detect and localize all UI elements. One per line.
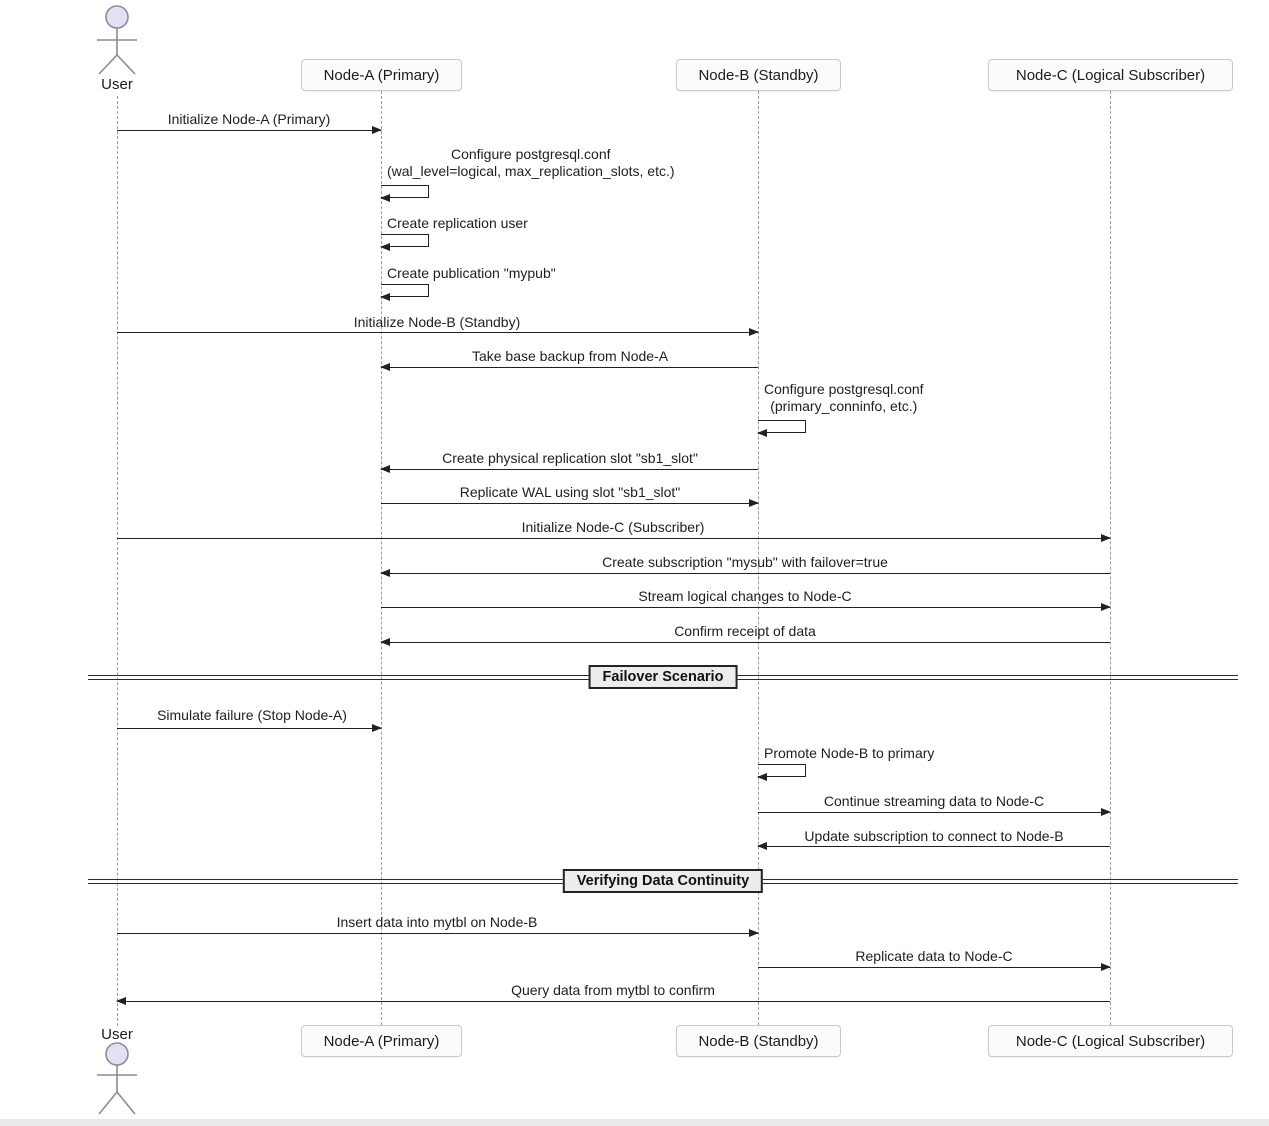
message-arrow: [380, 362, 758, 371]
participant-node-b-top: Node-B (Standby): [676, 59, 841, 91]
self-message-loop: [380, 185, 429, 203]
message-label: Initialize Node-B (Standby): [353, 314, 521, 330]
arrowhead-left: [757, 429, 767, 438]
participant-node-a-bottom: Node-A (Primary): [301, 1025, 462, 1057]
message-label: Create physical replication slot "sb1_sl…: [442, 450, 698, 466]
participant-node-b-bottom: Node-B (Standby): [676, 1025, 841, 1057]
self-message-loop: [380, 284, 429, 302]
lifeline-node-b: [758, 91, 759, 1025]
arrowhead-left: [757, 841, 767, 850]
arrowhead-left: [380, 194, 390, 203]
message-label: Simulate failure (Stop Node-A): [157, 707, 347, 723]
message-label: Take base backup from Node-A: [471, 348, 669, 364]
message-label: Stream logical changes to Node-C: [638, 588, 852, 604]
arrowhead-left: [380, 637, 390, 646]
message-arrow: [381, 498, 759, 507]
arrowhead-left: [757, 773, 767, 782]
message-arrow: [380, 464, 758, 473]
arrowhead-left: [380, 362, 390, 371]
message-arrow: [117, 533, 1111, 542]
arrowhead-left: [380, 293, 390, 302]
message-label: Update subscription to connect to Node-B: [804, 828, 1064, 844]
arrowhead-right: [372, 723, 382, 732]
self-message-label: Promote Node-B to primary: [764, 745, 935, 761]
arrowhead-left: [380, 568, 390, 577]
arrowhead-right: [372, 125, 382, 134]
self-message-label: Create replication user: [387, 215, 528, 231]
participant-node-c-top: Node-C (Logical Subscriber): [988, 59, 1233, 91]
self-message-line2: (primary_conninfo, etc.): [770, 398, 918, 414]
arrowhead-left: [380, 464, 390, 473]
self-message-label: Create publication "mypub": [387, 265, 556, 281]
arrowhead-right: [1101, 533, 1111, 542]
message-label: Replicate data to Node-C: [855, 948, 1013, 964]
self-message-line1: Configure postgresql.conf: [764, 381, 924, 397]
self-message-label: Configure postgresql.conf (wal_level=log…: [387, 146, 675, 180]
divider-failover-scenario: Failover Scenario: [588, 665, 738, 689]
message-arrow: [381, 602, 1111, 611]
message-arrow: [117, 125, 382, 134]
lifeline-user: [117, 96, 118, 1026]
lifeline-node-c: [1110, 91, 1111, 1025]
self-message-loop: [757, 420, 806, 438]
message-arrow: [117, 327, 759, 336]
lifeline-node-a: [381, 91, 382, 1025]
arrowhead-right: [749, 928, 759, 937]
self-message-loop: [380, 234, 429, 252]
message-label: Insert data into mytbl on Node-B: [336, 914, 538, 930]
message-label: Continue streaming data to Node-C: [823, 793, 1045, 809]
arrowhead-left: [116, 996, 126, 1005]
arrowhead-right: [749, 327, 759, 336]
message-arrow: [758, 962, 1111, 971]
message-arrow: [757, 841, 1110, 850]
arrowhead-right: [1101, 602, 1111, 611]
message-label: Confirm receipt of data: [674, 623, 816, 639]
message-arrow: [380, 637, 1110, 646]
user-actor-icon: [97, 1042, 137, 1115]
message-label: Create subscription "mysub" with failove…: [602, 554, 888, 570]
message-arrow: [380, 568, 1110, 577]
message-label: Initialize Node-C (Subscriber): [521, 519, 705, 535]
self-message-label: Configure postgresql.conf (primary_conni…: [764, 381, 924, 415]
arrowhead-left: [380, 243, 390, 252]
message-arrow: [117, 928, 759, 937]
message-label: Query data from mytbl to confirm: [511, 982, 715, 998]
message-arrow: [117, 723, 382, 732]
user-actor-icon: [97, 5, 137, 75]
message-arrow: [116, 996, 1110, 1005]
message-label: Initialize Node-A (Primary): [167, 111, 331, 127]
arrowhead-right: [1101, 962, 1111, 971]
message-label: Replicate WAL using slot "sb1_slot": [459, 484, 681, 500]
self-message-line2: (wal_level=logical, max_replication_slot…: [387, 163, 675, 179]
actor-label-user-bottom: User: [101, 1026, 133, 1043]
self-message-line1: Configure postgresql.conf: [450, 146, 611, 162]
self-message-loop: [757, 764, 806, 782]
arrowhead-right: [1101, 807, 1111, 816]
actor-label-user-top: User: [101, 76, 133, 93]
divider-verifying-data-continuity: Verifying Data Continuity: [562, 869, 764, 893]
participant-node-a-top: Node-A (Primary): [301, 59, 462, 91]
participant-node-c-bottom: Node-C (Logical Subscriber): [988, 1025, 1233, 1057]
window-bottom-edge: [0, 1119, 1269, 1126]
arrowhead-right: [749, 498, 759, 507]
message-arrow: [758, 807, 1111, 816]
